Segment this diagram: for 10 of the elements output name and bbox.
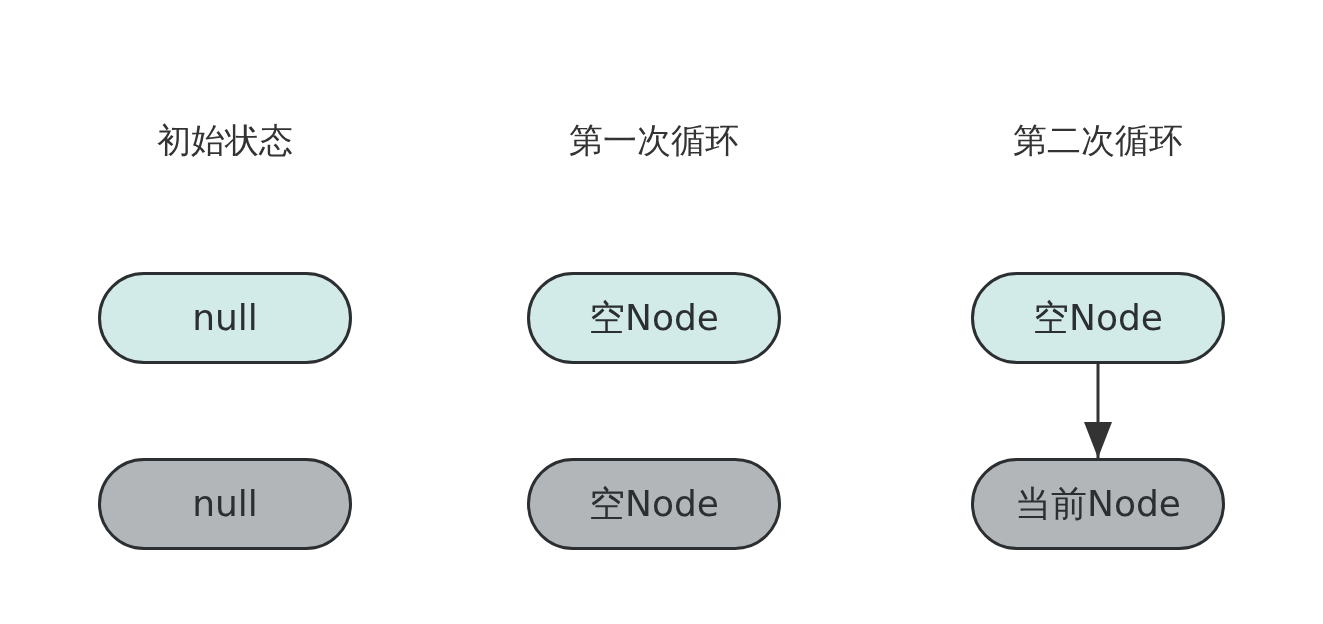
node-label: 空Node xyxy=(589,482,719,526)
arrow xyxy=(1084,364,1112,458)
node-label: null xyxy=(192,482,258,526)
node-label: 当前Node xyxy=(1015,482,1181,526)
node-label: 空Node xyxy=(589,296,719,340)
node-label: 空Node xyxy=(1033,296,1163,340)
column-heading: 初始状态 xyxy=(157,119,293,162)
column-heading: 第二次循环 xyxy=(1013,119,1183,162)
column-heading: 第一次循环 xyxy=(569,119,739,162)
node-label: null xyxy=(192,296,258,340)
